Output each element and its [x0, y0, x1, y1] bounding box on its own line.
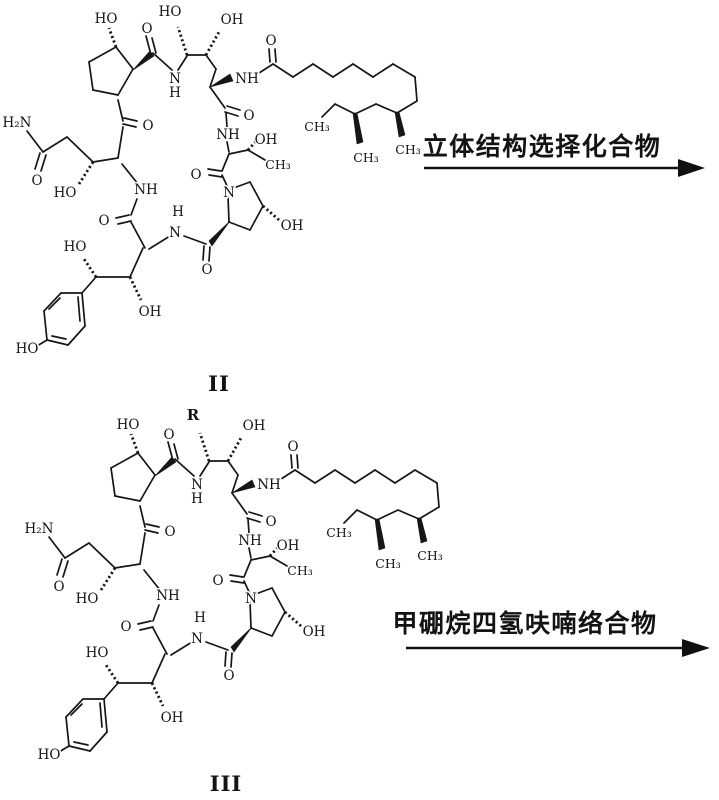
atom-label-h_am1: H [191, 491, 203, 507]
atom-label-n_pro2: N [245, 591, 257, 607]
atom-label-o_orn: O [243, 108, 254, 124]
atom-label-ho_pro1: HO [95, 11, 118, 27]
atom-label-ho_tyr: HO [64, 239, 87, 255]
atom-label-o_thr: O [212, 573, 223, 589]
atom-label-n_am2: N [191, 631, 203, 647]
atom-label-o_pro1: O [141, 21, 152, 37]
atom-label-nh_thr: NH [238, 533, 262, 549]
atom-label-ch3_b: CH₃ [375, 556, 400, 571]
structure-iii-label: III [210, 771, 242, 796]
structure-ii-label: II [208, 371, 230, 396]
atom-label-ho_phenol: HO [16, 341, 39, 357]
atom-label-oh_tyr: OH [161, 710, 184, 726]
atom-label-oh_pro2: OH [281, 218, 304, 234]
atom-label-o_acyl: O [265, 33, 276, 49]
atom-label-o_side: O [31, 173, 42, 189]
atom-label-oh_thr: OH [277, 538, 300, 554]
atom-label-h_am2: H [194, 610, 206, 626]
atom-label-r_site: R [187, 406, 200, 424]
atom-label-h2n: H₂N [25, 521, 54, 537]
atom-label-ch3_c: CH₃ [417, 548, 442, 563]
atom-label-n_am1: N [191, 477, 203, 493]
atom-label-oh_thr: OH [255, 132, 278, 148]
atom-label-h2n: H₂N [3, 115, 32, 131]
reaction-arrow-1-head [678, 159, 705, 177]
atom-label-ch3_thr: CH₃ [287, 563, 312, 578]
structure-iii: HO O R OH O N H NH O NH OH CH₃ O N OH O … [23, 405, 444, 798]
atom-label-oh_orn: OH [221, 12, 244, 28]
atom-label-nh_gln: NH [156, 588, 180, 604]
atom-label-o_acyl: O [287, 439, 298, 455]
atom-label-o_tyr: O [98, 213, 109, 229]
molecule-skeleton [25, 25, 419, 348]
atom-label-o_pro2: O [223, 668, 234, 684]
atom-label-o_gln: O [142, 118, 153, 134]
atom-label-ho_tyr: HO [86, 645, 109, 661]
atom-label-ch3_a: CH₃ [304, 119, 329, 134]
atom-label-o_pro2: O [201, 262, 212, 278]
atom-label-ho_phenol: HO [38, 747, 61, 763]
atom-label-ho_gln: HO [76, 591, 99, 607]
atom-label-nh_thr: NH [216, 127, 240, 143]
structure-ii: HO O HO OH O N H NH O NH OH CH₃ O N OH O… [1, 3, 422, 398]
atom-label-h_am1: H [169, 85, 181, 101]
atom-label-nh_acyl: NH [235, 71, 259, 87]
atom-label-oh_tyr: OH [139, 304, 162, 320]
molecule-skeleton [47, 431, 441, 754]
atom-label-n_am2: N [169, 225, 181, 241]
atom-label-oh_pro2: OH [303, 624, 326, 640]
atom-label-ho_pro1: HO [117, 417, 140, 433]
atom-label-o_side: O [53, 579, 64, 595]
reaction-arrow-1-reagent-text: 立体结构选择化合物 [423, 132, 662, 161]
atom-label-h_am2: H [172, 204, 184, 220]
atom-label-o_gln: O [164, 524, 175, 540]
atom-label-n_pro2: N [223, 185, 235, 201]
reaction-arrow-2-head [682, 639, 710, 657]
reaction-arrow-2: 甲硼烷四氢呋喃络合物 [391, 608, 710, 657]
atom-label-n_am1: N [169, 71, 181, 87]
atom-label-nh_gln: NH [134, 182, 158, 198]
atom-label-ho_gln: HO [54, 185, 77, 201]
atom-label-ch3_b: CH₃ [353, 150, 378, 165]
atom-label-o_orn: O [265, 514, 276, 530]
atom-label-ch3_a: CH₃ [326, 525, 351, 540]
atom-label-r_site: HO [159, 4, 182, 20]
atom-label-oh_orn: OH [243, 418, 266, 434]
atom-label-ch3_thr: CH₃ [265, 157, 290, 172]
atom-label-o_pro1: O [163, 427, 174, 443]
atom-label-o_thr: O [190, 167, 201, 183]
atom-label-o_tyr: O [120, 619, 131, 635]
atom-label-nh_acyl: NH [257, 477, 281, 493]
reaction-arrow-2-reagent-text: 甲硼烷四氢呋喃络合物 [392, 609, 657, 638]
reaction-arrow-1: 立体结构选择化合物 [421, 131, 705, 177]
atom-label-ch3_c: CH₃ [395, 142, 420, 157]
